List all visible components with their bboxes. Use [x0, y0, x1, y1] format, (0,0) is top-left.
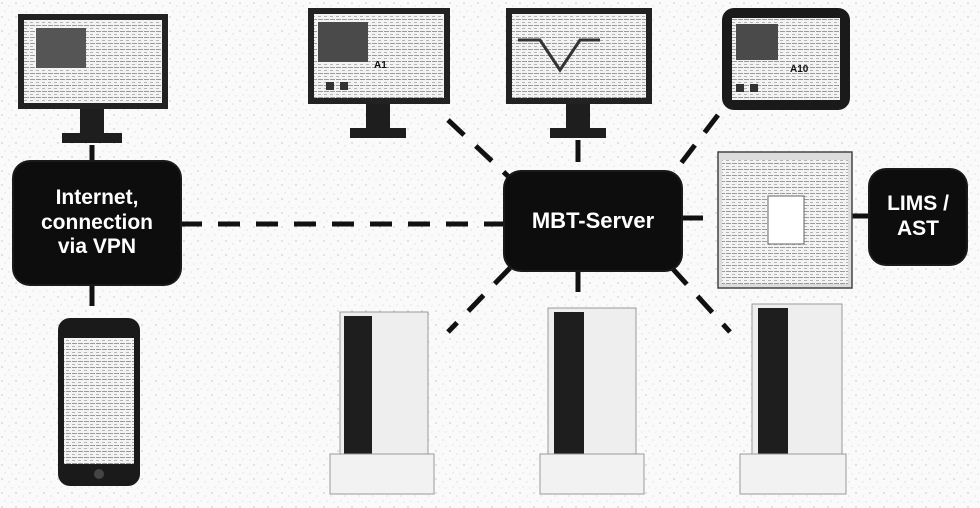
monitor-a1-stand — [366, 104, 390, 130]
monitor-a1-button — [326, 82, 334, 90]
tablet-a10-button — [736, 84, 744, 92]
lims-screenshot-dialog — [768, 196, 804, 244]
monitor-a1-base — [350, 128, 406, 138]
smartphone-home-button — [94, 469, 104, 479]
monitor-a1-plot — [318, 22, 368, 62]
smartphone — [58, 318, 140, 486]
instrument-left-base — [330, 454, 434, 494]
tablet-a10-plot — [736, 24, 778, 60]
tablet-a10-label: A10 — [790, 64, 808, 75]
tablet-a10 — [722, 8, 850, 110]
monitor-center-screen — [512, 14, 646, 98]
instrument-center-panel — [554, 312, 584, 456]
monitor-a1-button — [340, 82, 348, 90]
internet-vpn-node: Internet, connection via VPN — [14, 162, 180, 284]
monitor-center-base — [550, 128, 606, 138]
internet-vpn-label: Internet, connection via VPN — [41, 186, 153, 260]
instrument-right — [740, 304, 846, 494]
monitor-left-base — [62, 133, 122, 143]
mbt-server-node: MBT-Server — [505, 172, 681, 270]
instrument-right-panel — [758, 308, 788, 456]
instrument-left — [330, 312, 434, 494]
instrument-center — [540, 308, 644, 494]
monitor-center-stand — [566, 104, 590, 130]
smartphone-screen — [64, 338, 134, 464]
instrument-center-base — [540, 454, 644, 494]
instrument-right-base — [740, 454, 846, 494]
monitor-left-stand — [80, 109, 104, 135]
lims-ast-node: LIMS / AST — [870, 170, 966, 264]
lims-screenshot — [718, 152, 852, 288]
instrument-left-panel — [344, 316, 372, 456]
tablet-a10-button — [750, 84, 758, 92]
mbt-server-label: MBT-Server — [532, 208, 654, 234]
lims-ast-label: LIMS / AST — [887, 192, 949, 242]
monitor-left-plot — [36, 28, 86, 68]
monitor-a1-label: A1 — [374, 60, 387, 71]
